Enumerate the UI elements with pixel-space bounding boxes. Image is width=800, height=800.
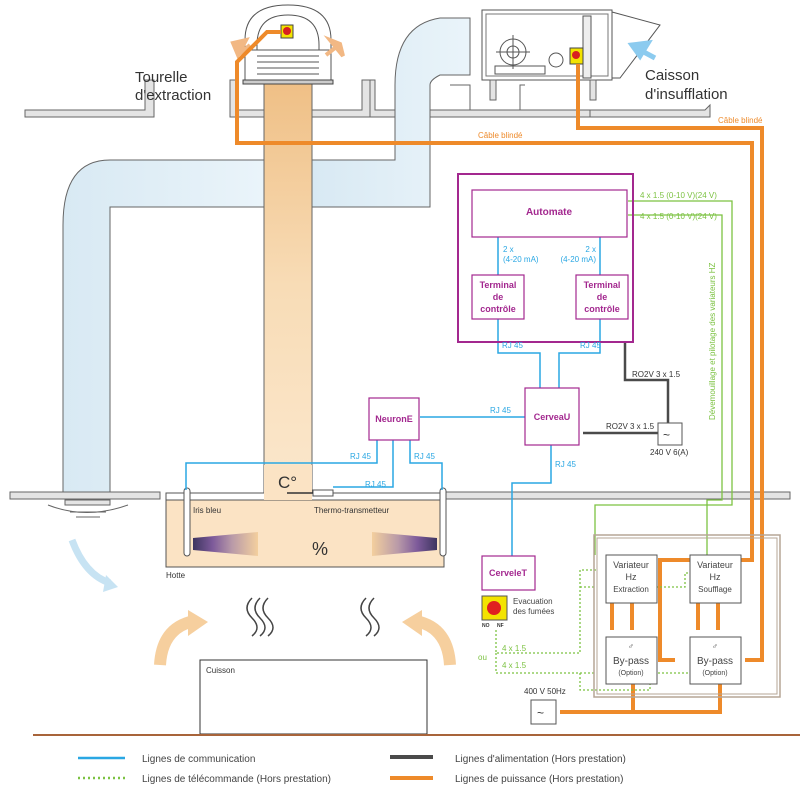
svg-text:Variateur: Variateur <box>613 560 649 570</box>
rj45-label: RJ 45 <box>490 406 511 415</box>
rj45-label: RJ 45 <box>350 452 371 461</box>
rj45-label: RJ 45 <box>555 460 576 469</box>
svg-text:By-pass: By-pass <box>697 656 733 667</box>
tourelle-label-2: d'extraction <box>135 87 211 104</box>
legend-alimentation: Lignes d'alimentation (Hors prestation) <box>455 754 626 765</box>
humidity-symbol: % <box>312 539 328 559</box>
bypass-soufflage: ♂ By-pass (Option) <box>689 636 742 685</box>
exhaust-arrow-right <box>323 35 345 58</box>
svg-text:(Option): (Option) <box>618 670 643 677</box>
svg-text:Terminal: Terminal <box>480 280 517 290</box>
cerveau-box <box>524 387 580 446</box>
caisson-label-1: Caisson <box>645 67 699 84</box>
two-x-left: 2 x <box>503 245 514 254</box>
controller-cabinet <box>457 173 634 343</box>
supply-air-arrow <box>68 538 112 587</box>
neurone-label: NeuronE <box>375 414 413 424</box>
legend-telecommande: Lignes de télécommande (Hors prestation) <box>142 774 331 785</box>
svg-text:Variateur: Variateur <box>697 560 733 570</box>
ro2v-label-1: RO2V 3 x 1.5 <box>632 370 681 379</box>
communication-lines <box>185 237 601 556</box>
variator-cabinet <box>593 534 781 698</box>
ma-left: (4-20 mA) <box>503 255 539 264</box>
evacuation-label-2: des fumées <box>513 607 554 616</box>
cervelet-box <box>481 555 536 591</box>
power-source-400v <box>530 699 557 725</box>
automate-label: Automate <box>526 207 573 218</box>
rj45-label: RJ 45 <box>414 452 435 461</box>
svg-text:contrôle: contrôle <box>480 304 516 314</box>
cerveau-label: CerveaU <box>534 412 571 422</box>
tourelle-extraction <box>242 4 334 85</box>
green-vertical-label: Dévemouillage et pilotage des variateurs… <box>708 262 717 420</box>
steam-icon <box>246 597 380 637</box>
sine-icon: ~ <box>537 706 544 720</box>
sine-icon: ~ <box>663 428 670 442</box>
svg-text:Soufflage: Soufflage <box>698 585 732 594</box>
evacuation-label-1: Evacuation <box>513 597 553 606</box>
svg-text:(Option): (Option) <box>702 670 727 677</box>
variateur-extraction: Variateur Hz Extraction <box>605 554 658 604</box>
temperature-symbol: C° <box>278 473 297 492</box>
rj45-label: RJ 45 <box>580 341 601 350</box>
air-arrow-right <box>417 616 456 666</box>
supply-lines <box>583 342 670 435</box>
neurone-box <box>368 397 420 441</box>
svg-text:contrôle: contrôle <box>584 304 620 314</box>
four-x-label-1: 4 x 1.5 <box>502 644 527 653</box>
switch-icon: ♂ <box>712 642 718 651</box>
svg-text:By-pass: By-pass <box>613 656 649 667</box>
diffuser <box>47 499 129 518</box>
v400-label: 400 V 50Hz <box>524 687 566 696</box>
exhaust-arrow-left <box>230 37 252 60</box>
hotte <box>165 465 447 568</box>
ou-label: ou <box>478 653 487 662</box>
power-source-240v <box>657 422 683 446</box>
svg-text:de: de <box>493 292 504 302</box>
ro2v-label-2: RO2V 3 x 1.5 <box>606 422 655 431</box>
switch-icon: ♂ <box>628 642 634 651</box>
ma-right: (4-20 mA) <box>560 255 596 264</box>
terminal-controle-right: Terminal de contrôle <box>584 280 621 314</box>
extraction-shaft <box>263 79 313 493</box>
intake-arrow <box>627 39 657 61</box>
svg-text:Extraction: Extraction <box>613 585 649 594</box>
hotte-label: Hotte <box>166 571 186 580</box>
control-lines <box>594 200 733 555</box>
cable-blinde-label-left: Câble blindé <box>478 131 523 140</box>
cervelet-label: CerveleT <box>489 568 528 578</box>
cuisson-label: Cuisson <box>206 666 235 675</box>
bypass-extraction: ♂ By-pass (Option) <box>605 636 658 685</box>
svg-text:Hz: Hz <box>626 572 637 582</box>
cuisson-box <box>199 659 428 735</box>
two-x-right: 2 x <box>585 245 596 254</box>
no-label: NO <box>482 623 490 629</box>
legend-communication: Lignes de communication <box>142 754 255 765</box>
v240-label: 240 V 6(A) <box>650 448 689 457</box>
roof <box>24 79 711 118</box>
rj45-label: RJ 45 <box>365 480 386 489</box>
thermo-label: Thermo-transmetteur <box>314 506 389 515</box>
green-cable-label-1: 4 x 1.5 (0-10 V)(24 V) <box>640 191 717 200</box>
caisson-insufflation <box>481 9 661 101</box>
tourelle-label-1: Tourelle <box>135 69 188 86</box>
green-cable-label-2: 4 x 1.5 (0-10 V)(24 V) <box>640 212 717 221</box>
variateur-soufflage: Variateur Hz Soufflage <box>689 554 742 604</box>
caisson-label-2: d'insufflation <box>645 86 728 103</box>
terminal-controle-left: Terminal de contrôle <box>480 280 517 314</box>
legend: Lignes de communication Lignes de téléco… <box>78 754 626 785</box>
four-x-label-2: 4 x 1.5 <box>502 661 527 670</box>
iris-label: Iris bleu <box>193 506 221 515</box>
legend-puissance: Lignes de puissance (Hors prestation) <box>455 774 623 785</box>
rj45-label: RJ 45 <box>502 341 523 350</box>
svg-text:Hz: Hz <box>710 572 721 582</box>
svg-text:de: de <box>597 292 608 302</box>
nf-label: NF <box>497 623 504 629</box>
smoke-evacuation-button[interactable] <box>481 595 508 621</box>
cable-blinde-label-right: Câble blindé <box>718 116 763 125</box>
air-arrow-left <box>154 616 193 666</box>
svg-text:Terminal: Terminal <box>584 280 621 290</box>
